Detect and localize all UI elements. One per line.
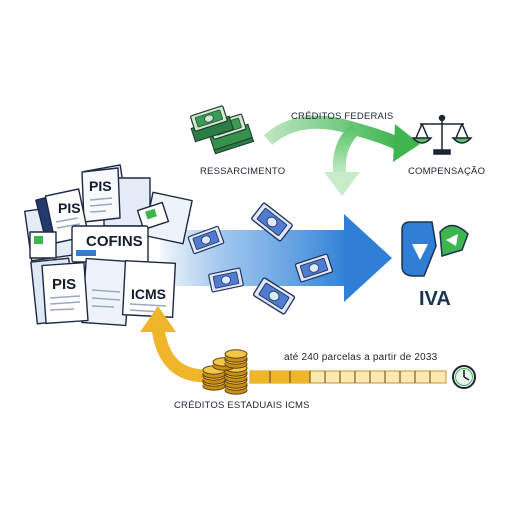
pis-document-top: [81, 167, 121, 223]
cofins-label: COFINS: [86, 233, 143, 250]
compensacao-label: COMPENSAÇÃO: [408, 166, 486, 177]
federal-credits-arrow: [263, 115, 420, 196]
installments-timeline: [249, 370, 447, 384]
coin-stack-icon: [202, 349, 248, 395]
pis-bottom-label: PIS: [52, 276, 77, 293]
icms-document: [121, 260, 177, 318]
icms-label: ICMS: [131, 286, 166, 302]
ressarcimento-label: RESSARCIMENTO: [200, 166, 286, 177]
tax-documents-pile: [24, 164, 193, 327]
installments-label: até 240 parcelas a partir de 2033: [284, 352, 438, 363]
iva-logo-icon: [401, 221, 469, 277]
pis-left-label: PIS: [58, 200, 81, 216]
balance-scale-icon: [411, 114, 473, 155]
state-credits-arrow: [140, 306, 207, 383]
banknote-stack-icon: [189, 105, 255, 155]
iva-label: IVA: [419, 288, 451, 310]
pis-top-label: PIS: [89, 178, 112, 194]
clock-icon: [452, 365, 476, 389]
pis-document-bottom: [41, 261, 89, 325]
federal-credits-label: CRÉDITOS FEDERAIS: [291, 111, 394, 122]
state-credits-label: CRÉDITOS ESTADUAIS ICMS: [174, 400, 310, 411]
